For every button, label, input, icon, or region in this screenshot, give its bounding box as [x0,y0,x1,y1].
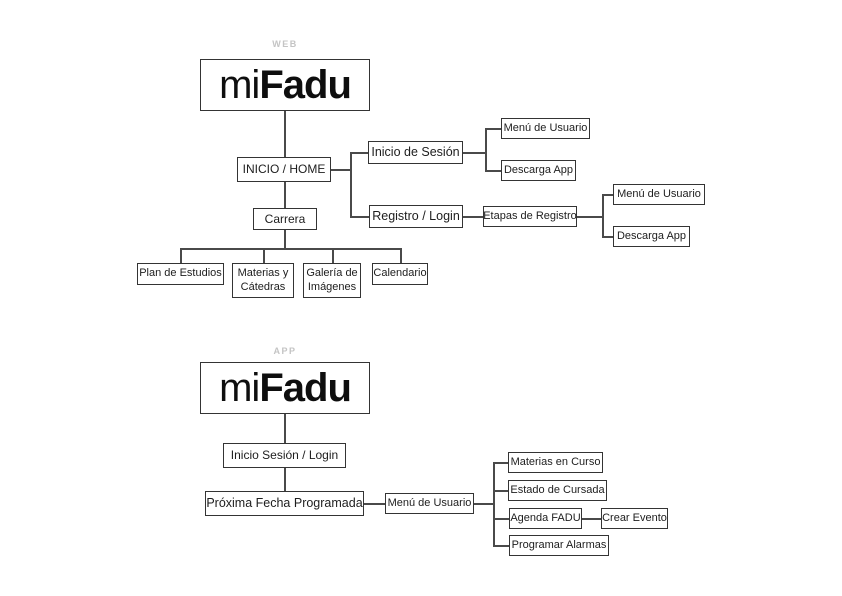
connector [602,194,604,237]
connector [485,128,501,130]
logo-text-bold: Fadu [259,366,352,410]
node-proxima-fecha-programada: Próxima Fecha Programada [205,491,364,516]
connector [284,414,286,443]
node-menu-de-usuario-app: Menú de Usuario [385,493,474,514]
node-plan-de-estudios: Plan de Estudios [137,263,224,285]
node-inicio-home: INICIO / HOME [237,157,331,182]
node-materias-y-catedras: Materias y Cátedras [232,263,294,298]
node-descarga-app-web-2: Descarga App [613,226,690,247]
node-agenda-fadu: Agenda FADU [509,508,582,529]
connector [331,169,351,171]
node-inicio-de-sesion: Inicio de Sesión [368,141,463,164]
connector [602,194,613,196]
connector [493,545,509,547]
connector [284,182,286,208]
web-section-label: WEB [272,39,298,49]
connector [284,230,286,248]
node-registro-login: Registro / Login [369,205,463,228]
connector [493,490,508,492]
connector [364,503,385,505]
node-etapas-de-registro: Etapas de Registro [483,206,577,227]
connector [263,248,265,263]
connector [485,170,501,172]
node-carrera: Carrera [253,208,317,230]
connector [493,518,509,520]
node-inicio-sesion-login: Inicio Sesión / Login [223,443,346,468]
connector [463,216,483,218]
connector [332,248,334,263]
connector [602,236,613,238]
node-menu-de-usuario-web-1: Menú de Usuario [501,118,590,139]
node-descarga-app-web-1: Descarga App [501,160,576,181]
connector [485,128,487,171]
node-estado-de-cursada: Estado de Cursada [508,480,607,501]
logo-text-prefix: mi [219,63,260,107]
node-programar-alarmas: Programar Alarmas [509,535,609,556]
app-section-label: APP [273,346,297,356]
node-menu-de-usuario-web-2: Menú de Usuario [613,184,705,205]
connector [493,462,495,546]
connector [180,248,182,263]
connector [474,503,493,505]
connector [493,462,508,464]
connector [350,216,369,218]
connector [350,152,352,217]
connector [180,248,401,250]
connector [463,152,486,154]
connector [400,248,402,263]
connector [284,111,286,157]
node-galeria-de-imagenes: Galería de Imágenes [303,263,361,298]
connector [350,152,368,154]
node-crear-evento: Crear Evento [601,508,668,529]
node-materias-en-curso: Materias en Curso [508,452,603,473]
logo-text-prefix: mi [219,366,260,410]
node-calendario: Calendario [372,263,428,285]
connector [284,468,286,491]
connector [577,216,603,218]
connector [582,518,601,520]
logo-text-bold: Fadu [259,63,352,107]
